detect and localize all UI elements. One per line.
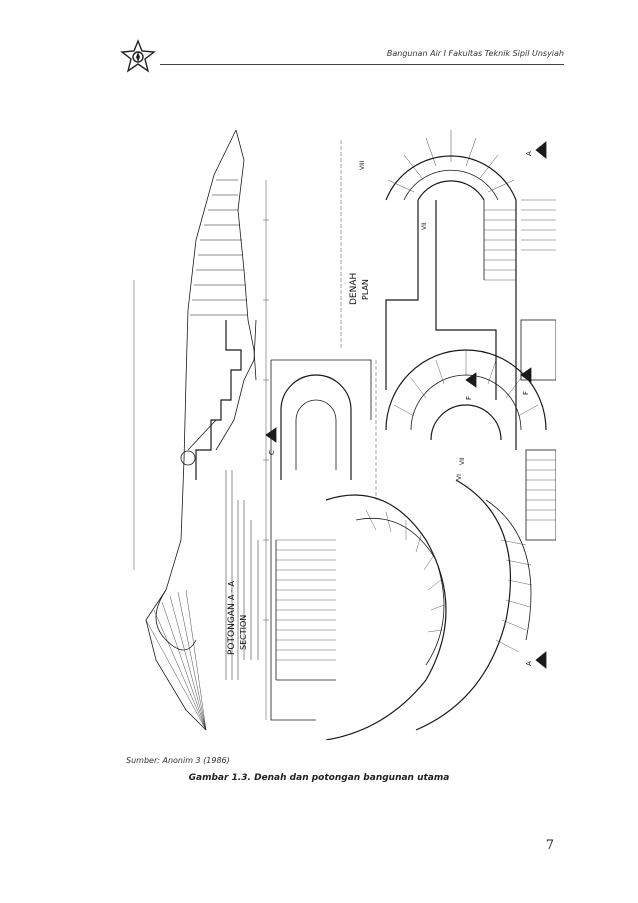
header-divider (160, 64, 564, 65)
engineering-drawing: POTONGAN SECTION A - A DENAH PLAN A A C … (133, 129, 556, 740)
section-marker-vii-mid: VII (459, 457, 466, 465)
section-marker-f-right: F (522, 391, 530, 395)
plan-view (265, 130, 556, 740)
section-marker-a-bottom: A (525, 661, 533, 666)
section-subtitle-label: SECTION (239, 615, 248, 650)
figure-caption: Gambar 1.3. Denah dan potongan bangunan … (188, 773, 450, 783)
plan-subtitle-label: PLAN (361, 279, 370, 300)
section-title-label: POTONGAN (227, 603, 237, 655)
section-view (133, 129, 269, 731)
section-marker-c: C (268, 450, 276, 455)
section-ref-label: A - A (227, 581, 236, 600)
section-marker-viii: VIII (359, 160, 366, 170)
section-marker-vii: VII (421, 222, 428, 230)
running-header: Bangunan Air I Fakultas Teknik Sipil Uns… (386, 49, 564, 58)
page-number: 7 (545, 838, 554, 853)
section-marker-a-top: A (525, 151, 533, 156)
section-marker-vi: VI (456, 474, 463, 480)
university-logo-icon (120, 39, 156, 73)
section-marker-f-left: F (465, 396, 473, 400)
figure-source: Sumber: Anonim 3 (1986) (126, 756, 230, 765)
plan-title-label: DENAH (349, 273, 359, 305)
